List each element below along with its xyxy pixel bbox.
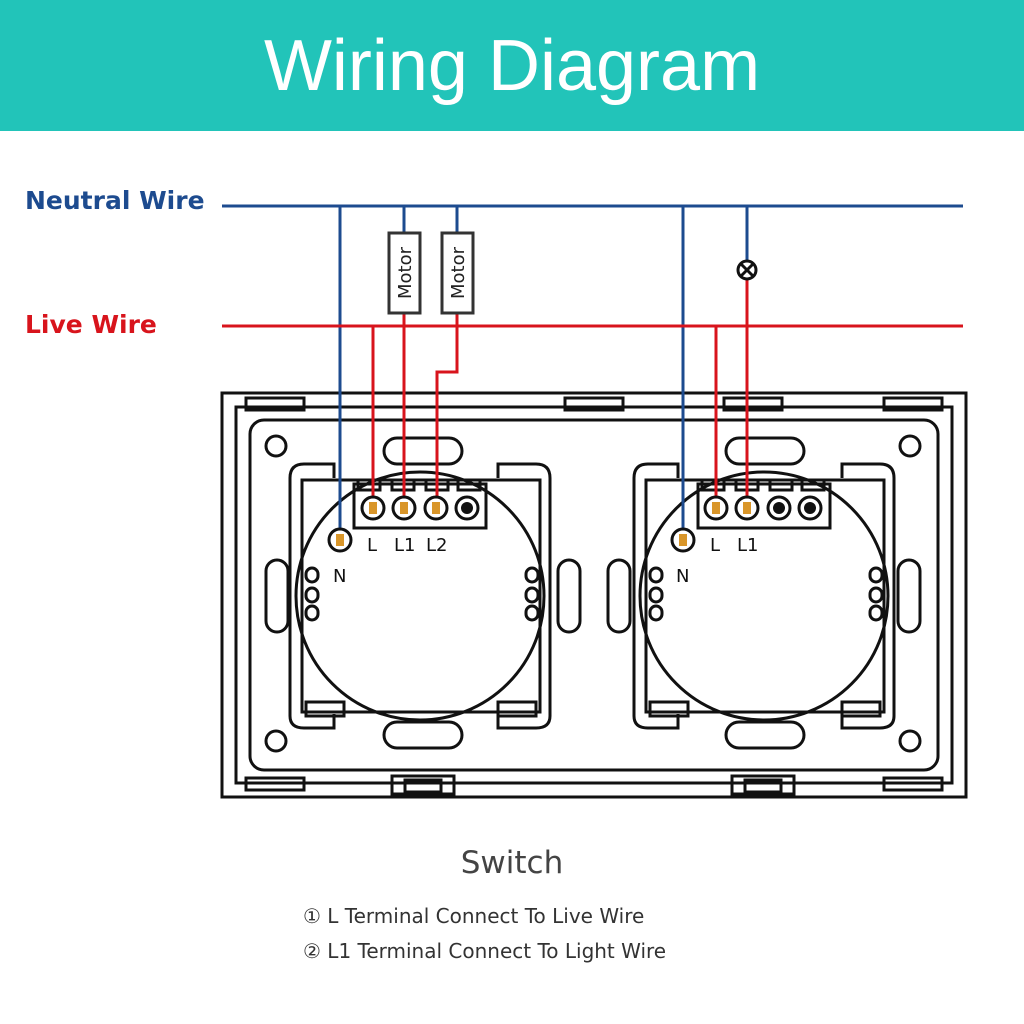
terminal-l-right [703,495,729,521]
neutral-wire-label: Neutral Wire [25,186,205,215]
terminal-label-n-left: N [333,566,346,587]
terminal-label-l1-left: L1 [394,535,415,556]
motor-2-label: Motor [448,246,469,299]
terminal-l-left [360,495,386,521]
motor-1-label: Motor [395,246,416,299]
caption-note-2: ② L1 Terminal Connect To Light Wire [303,939,666,963]
note-text-2: L1 Terminal Connect To Light Wire [327,939,667,963]
live-wire-label: Live Wire [25,310,157,339]
header-banner: Wiring Diagram [0,0,1024,131]
terminals-right [670,495,823,553]
terminal-n-right [670,527,696,553]
terminal-label-n-right: N [676,566,689,587]
terminal-l2-left [423,495,449,521]
switch-module-left [288,462,552,730]
terminal-l1-left [391,495,417,521]
lamp-icon [736,259,758,281]
terminal-n-left [327,527,353,553]
terminal-label-l1-right: L1 [737,535,758,556]
terminal-label-l-right: L [710,535,720,556]
terminals-left [327,495,480,553]
motor-1 [387,231,422,315]
note-marker-2: ② [303,939,321,963]
switch-module-right [632,462,896,730]
caption-note-1: ① L Terminal Connect To Live Wire [303,904,644,928]
terminal-label-l-left: L [367,535,377,556]
terminal-blank-right-2 [797,495,823,521]
terminal-blank-left [454,495,480,521]
caption-title: Switch [460,845,564,881]
note-marker-1: ① [303,904,321,928]
note-text-1: L Terminal Connect To Live Wire [327,904,645,928]
terminal-label-l2-left: L2 [426,535,447,556]
live-wire [222,280,963,508]
terminal-l1-right [734,495,760,521]
terminal-blank-right-1 [766,495,792,521]
page-title: Wiring Diagram [263,25,761,106]
switch-plate [220,391,968,799]
neutral-wire [222,204,963,540]
motor-2 [440,231,475,315]
